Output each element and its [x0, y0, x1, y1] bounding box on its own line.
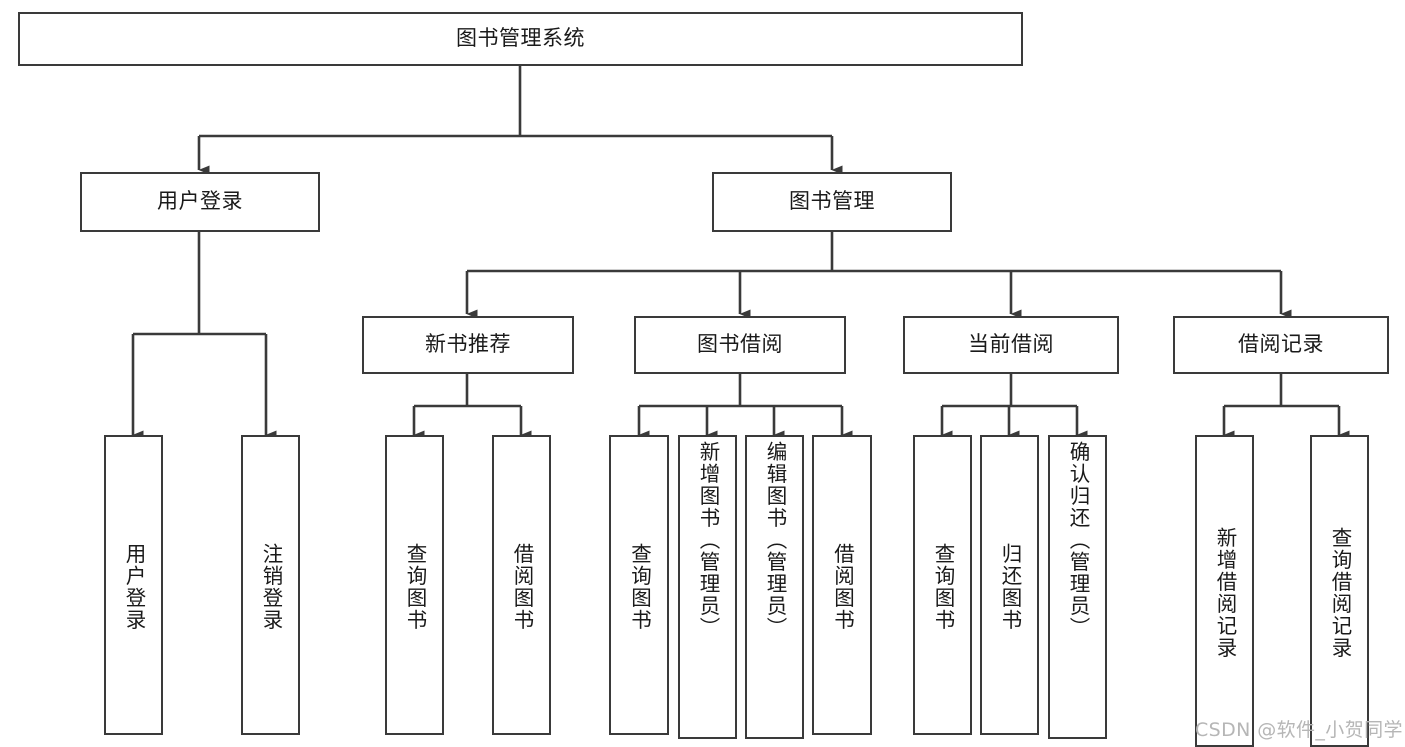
node-label: 借阅记录	[1238, 332, 1324, 357]
leaf-recommend-query-book[interactable]: 查询图书	[385, 435, 444, 735]
node-label: 查询借阅记录	[1328, 527, 1353, 659]
leaf-current-confirm-return-admin[interactable]: 确认归还（管理员）	[1048, 435, 1107, 739]
node-label: 查询图书	[931, 543, 956, 631]
node-label: 借阅图书	[510, 543, 535, 631]
node-book-management[interactable]: 图书管理	[712, 172, 952, 232]
leaf-borrow-query-book[interactable]: 查询图书	[609, 435, 669, 735]
node-current-borrow[interactable]: 当前借阅	[903, 316, 1119, 374]
leaf-borrow-edit-book-admin[interactable]: 编辑图书（管理员）	[745, 435, 804, 739]
leaf-borrow-borrow-book[interactable]: 借阅图书	[812, 435, 872, 735]
node-label: 图书管理系统	[456, 26, 585, 51]
node-label: 确认归还（管理员）	[1066, 441, 1091, 639]
node-borrow-records[interactable]: 借阅记录	[1173, 316, 1389, 374]
node-label: 编辑图书（管理员）	[763, 441, 788, 639]
node-label: 用户登录	[122, 543, 147, 631]
leaf-borrow-add-book-admin[interactable]: 新增图书（管理员）	[678, 435, 737, 739]
watermark-text: CSDN @软件_小贺同学	[1195, 719, 1403, 741]
node-label: 当前借阅	[968, 332, 1054, 357]
leaf-current-query-book[interactable]: 查询图书	[913, 435, 972, 735]
node-new-book-recommend[interactable]: 新书推荐	[362, 316, 574, 374]
node-user-login[interactable]: 用户登录	[80, 172, 320, 232]
node-label: 用户登录	[157, 189, 243, 214]
leaf-recommend-borrow-book[interactable]: 借阅图书	[492, 435, 551, 735]
node-label: 查询图书	[627, 543, 652, 631]
node-label: 新书推荐	[425, 332, 511, 357]
node-label: 注销登录	[259, 543, 284, 631]
leaf-user-login-login[interactable]: 用户登录	[104, 435, 163, 735]
leaf-current-return-book[interactable]: 归还图书	[980, 435, 1039, 735]
leaf-records-query-record[interactable]: 查询借阅记录	[1310, 435, 1369, 747]
node-label: 归还图书	[998, 543, 1023, 631]
node-label: 图书管理	[789, 189, 875, 214]
leaf-user-login-logout[interactable]: 注销登录	[241, 435, 300, 735]
node-label: 新增借阅记录	[1213, 527, 1238, 659]
node-label: 查询图书	[403, 543, 428, 631]
node-label: 图书借阅	[697, 332, 783, 357]
node-root-system[interactable]: 图书管理系统	[18, 12, 1023, 66]
node-label: 借阅图书	[830, 543, 855, 631]
leaf-records-add-record[interactable]: 新增借阅记录	[1195, 435, 1254, 747]
node-book-borrow[interactable]: 图书借阅	[634, 316, 846, 374]
node-label: 新增图书（管理员）	[696, 441, 721, 639]
